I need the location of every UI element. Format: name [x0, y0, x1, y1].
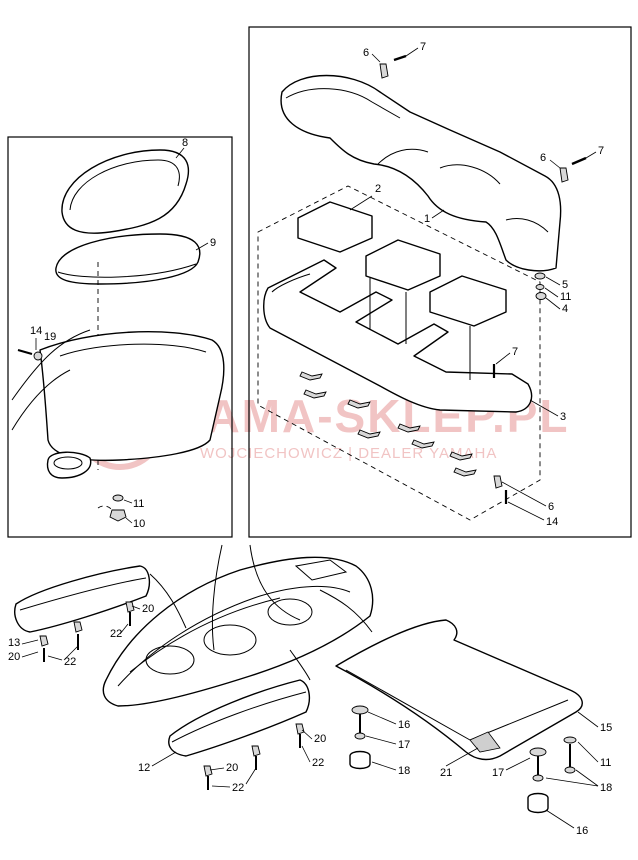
callout-5: 5 — [562, 279, 568, 291]
callout-22-d: 22 — [232, 782, 244, 794]
callout-6-mid: 6 — [540, 152, 546, 164]
seat-footwell — [46, 451, 92, 479]
callout-7-mid: 7 — [598, 145, 604, 157]
left-seat-group: 8 9 14 19 11 10 — [7, 136, 233, 538]
hardware-top — [379, 54, 587, 504]
cover-panel-detail — [469, 731, 501, 753]
callout-2: 2 — [375, 183, 381, 195]
boat-assembly: 20 22 13 20 22 20 22 12 20 22 16 17 18 2… — [8, 544, 612, 837]
callout-20-a: 20 — [142, 603, 154, 615]
bolster-12 — [168, 679, 311, 757]
callout-22-c: 22 — [312, 757, 324, 769]
seat-shell — [39, 331, 225, 462]
seat-base-cushion — [55, 233, 201, 285]
callout-17-b: 18 — [600, 782, 612, 794]
callout-17-a: 17 — [398, 739, 410, 751]
rear-cushion-right — [429, 275, 507, 327]
rear-backrest — [280, 74, 562, 272]
bolster-hardware — [39, 601, 305, 790]
callout-20-d: 20 — [226, 762, 238, 774]
callout-20-b: 20 — [8, 651, 20, 663]
callout-15: 15 — [600, 722, 612, 734]
callout-16-a: 16 — [398, 719, 410, 731]
callout-11-left: 11 — [133, 498, 144, 510]
rear-cushion-middle — [365, 239, 441, 291]
callout-1: 1 — [424, 213, 430, 225]
callout-4: 4 — [562, 303, 568, 315]
bolster-13 — [14, 565, 151, 633]
left-detail-frame — [7, 136, 233, 538]
seat-brackets — [299, 371, 477, 477]
mount-hardware — [349, 705, 577, 814]
callout-3: 3 — [560, 411, 566, 423]
bolt-14-left — [17, 349, 43, 361]
callout-12: 12 — [138, 762, 150, 774]
right-seat-group: 6 7 6 7 2 1 5 11 4 7 3 6 14 — [248, 26, 632, 538]
callout-10: 10 — [133, 518, 145, 530]
rear-seat-frame — [263, 259, 533, 413]
seat-backrest-cushion — [61, 149, 190, 234]
callout-7-top: 7 — [420, 41, 426, 53]
callout-20-c: 20 — [314, 733, 326, 745]
callout-11-right: 11 — [560, 291, 571, 303]
callout-19: 19 — [44, 331, 56, 343]
callout-14-left: 14 — [30, 325, 42, 337]
rear-cushion-left — [297, 201, 373, 253]
callout-16-b: 17 — [492, 767, 504, 779]
callout-8: 8 — [182, 137, 188, 149]
callout-22-b: 22 — [64, 656, 76, 668]
callout-6-bottom: 6 — [548, 501, 554, 513]
callout-14-right: 14 — [546, 516, 558, 528]
callout-13: 13 — [8, 637, 20, 649]
callout-18-b: 16 — [576, 825, 588, 837]
callout-9: 9 — [210, 237, 216, 249]
callout-21: 21 — [440, 767, 452, 779]
callout-22-a: 22 — [110, 628, 122, 640]
boat-hull — [102, 556, 374, 707]
callout-6-top: 6 — [363, 47, 369, 59]
nut-washer-left — [97, 494, 127, 522]
callout-11-bottom: 11 — [600, 757, 611, 769]
callout-7-lower: 7 — [512, 346, 518, 358]
callout-18-a: 18 — [398, 765, 410, 777]
right-detail-frame — [248, 26, 632, 538]
cover-panel-15 — [335, 619, 583, 761]
